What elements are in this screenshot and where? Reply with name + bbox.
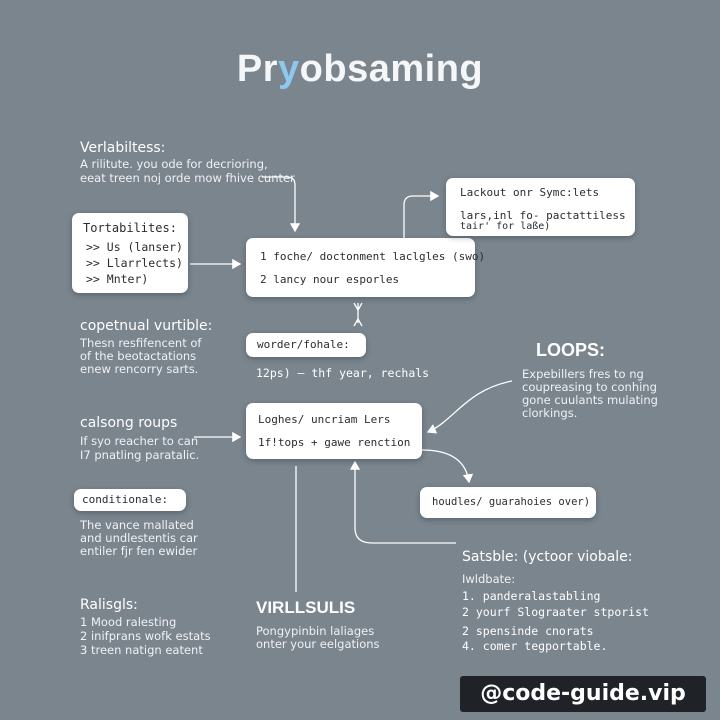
top-right-box-title: Lackout onr Symc:lets [460, 186, 600, 199]
variables-line-2: eeat treen noj orde mow fhive cunter [80, 171, 295, 185]
satsble-item: 2 yourf Slograater stporist [462, 605, 649, 619]
conceptual-line-2: of the beotactations [80, 349, 197, 363]
variables-heading: Verlabiltess: [80, 140, 166, 156]
loops-heading: LOOPS: [536, 340, 606, 360]
conditionale-line-2: and undlestentis car [80, 531, 198, 545]
ralisgls-item: 2 inifprans wofk estats [80, 629, 211, 643]
conditionale-label: conditionale: [82, 493, 169, 506]
ralisgls-item: 3 treen natign eatent [80, 643, 203, 657]
virllsulis-line-1: Pongypinbin laliages [256, 624, 375, 638]
calsong-line-2: I7 pnatling paratalic. [80, 448, 200, 462]
loops-line-1: Expebillers fres to ng [522, 367, 644, 381]
title-accent-letter: y [278, 48, 300, 90]
arrow-variables-to-center [262, 176, 301, 233]
conditionale-box: conditionale: [74, 489, 186, 511]
satsble-item: 1. panderalastabling [462, 589, 601, 603]
worder-box: worder/fohale: [246, 333, 366, 357]
top-right-box: Lackout onr Symc:lets lars,inl fo- pacta… [446, 178, 635, 236]
houdles-label: houdles/ guarahoies over) [432, 496, 591, 508]
center-box-line-2: 2 lancy nour esporles [260, 273, 400, 286]
satsble-heading: Satsble: (yctoor viobale: [462, 549, 633, 565]
variables-line-1: A rilitute. you ode for decrioring, [80, 157, 268, 171]
title-part: obsaming [299, 48, 484, 90]
conditionale-line-3: entiler fjr fen ewider [80, 544, 198, 558]
conceptual-line-3: enew rencorry sarts. [80, 362, 199, 376]
top-right-box-line-1: lars,inl fo- pactattiless [460, 209, 626, 222]
virllsulis-heading: VIRLLSULIS [256, 598, 356, 617]
houdles-box: houdles/ guarahoies over) [420, 487, 596, 518]
virllsulis-line-2: onter your eelgations [256, 637, 380, 651]
arrow-loops-to-middle [426, 380, 513, 434]
tortabilites-item: >> Mnter) [86, 272, 149, 286]
page-title: Pryobsaming [0, 48, 720, 91]
middle-box-line-2: 1f!tops + gawe renction [258, 436, 411, 449]
calsong-heading: calsong roups [80, 415, 178, 431]
arrow-center-to-top-right [403, 190, 440, 240]
calsong-line-1: If syo reacher to can [80, 434, 199, 448]
title-part: Pr [236, 48, 279, 90]
loops-line-2: coupreasing to conhing [522, 380, 657, 394]
conceptual-line-1: Thesn resfifencent of [80, 336, 202, 350]
middle-box: Loghes/ uncriam Lers 1f!tops + gawe renc… [246, 403, 422, 459]
center-box-line-1: 1 foche/ doctonment laclgles (swo) [260, 250, 486, 263]
arrow-middle-to-satsble [349, 460, 456, 544]
satsble-item: 2 spensinde cnorats [462, 624, 594, 638]
ralisgls-heading: Ralisgls: [80, 597, 138, 613]
conditionale-line-1: The vance mallated [80, 518, 194, 532]
tortabilites-title: Tortabilites: [83, 221, 177, 235]
loops-line-4: clorkings. [522, 406, 578, 420]
satsble-item: 4. comer tegportable. [462, 639, 608, 653]
watermark-label: @code-guide.vip [460, 676, 706, 712]
top-right-box-line-2: tair' for laße) [460, 221, 551, 232]
tortabilites-box: Tortabilites: >> Us (lanser) >> Llarrlec… [72, 213, 188, 293]
conceptual-heading: copetnual vurtible: [80, 318, 213, 334]
steps-line: 12ps) – thf year, rechals [256, 366, 430, 380]
satsble-sub: Iwldbate: [462, 572, 516, 586]
middle-box-line-1: Loghes/ uncriam Lers [258, 413, 391, 426]
ralisgls-item: 1 Mood ralesting [80, 615, 177, 629]
center-box: 1 foche/ doctonment laclgles (swo) 2 lan… [246, 238, 485, 297]
worder-box-label: worder/fohale: [257, 338, 350, 351]
arrow-middle-to-houdles [421, 449, 474, 484]
tortabilites-item: >> Us (lanser) [86, 240, 183, 254]
loops-line-3: gone cuulants mulating [522, 393, 658, 407]
tortabilites-item: >> Llarrlects) [86, 256, 183, 270]
